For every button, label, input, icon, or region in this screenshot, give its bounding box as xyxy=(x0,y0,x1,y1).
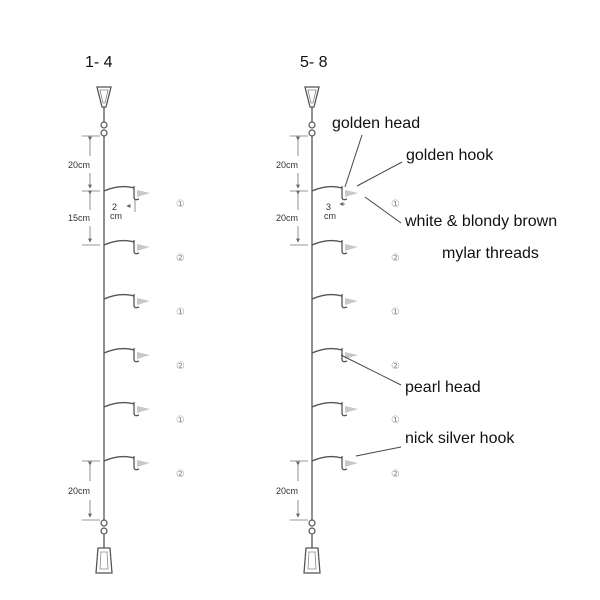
nick-silver-hook-label: nick silver hook xyxy=(405,430,515,447)
right-mid-distance: 20cm xyxy=(276,213,298,223)
mylar-threads-label-line1: white & blondy brown xyxy=(404,213,557,230)
left-dropper-number: 2 xyxy=(112,202,117,212)
right-dropper xyxy=(311,347,358,363)
left-marker: ② xyxy=(176,469,185,480)
right-top-distance: 20cm xyxy=(276,160,298,170)
right-marker: ② xyxy=(391,469,400,480)
right-dimension-bottom: 20cm xyxy=(276,460,308,521)
left-mid-distance: 15cm xyxy=(68,213,90,223)
right-dimension-mid: 20cm xyxy=(276,190,308,246)
golden-head-label: golden head xyxy=(332,115,420,132)
right-bottom-snap-icon xyxy=(303,519,321,574)
nick-silver-hook-leader xyxy=(355,446,402,457)
left-marker: ② xyxy=(176,253,185,264)
right-dropper xyxy=(311,401,358,417)
left-marker: ② xyxy=(176,361,185,372)
right-marker: ① xyxy=(391,307,400,318)
golden-hook-label: golden hook xyxy=(406,147,494,164)
left-bottom-snap-icon xyxy=(95,519,113,574)
right-dropper-length: 3 cm xyxy=(324,202,345,221)
right-dropper xyxy=(311,239,358,255)
left-dropper xyxy=(103,293,150,309)
mylar-threads-label-line2: mylar threads xyxy=(442,245,539,262)
mylar-threads-leader xyxy=(364,196,402,224)
right-dropper-unit: cm xyxy=(324,211,336,221)
left-top-snap-icon xyxy=(96,86,112,137)
right-rig: 20cm 20cm 3 cm 20cm ① ② ① ② ① ② xyxy=(276,86,403,574)
left-dropper xyxy=(103,347,150,363)
right-marker: ② xyxy=(391,361,400,372)
right-dropper xyxy=(311,293,358,309)
left-dimension-bottom: 20cm xyxy=(68,460,100,521)
right-marker: ① xyxy=(391,415,400,426)
left-rig-title: 1- 4 xyxy=(85,54,113,71)
left-dropper-length: 2 cm xyxy=(110,200,136,221)
right-dropper xyxy=(311,185,358,201)
right-dropper xyxy=(311,455,358,471)
right-dimension-top: 20cm xyxy=(276,135,308,192)
right-marker: ② xyxy=(391,253,400,264)
right-bottom-distance: 20cm xyxy=(276,486,298,496)
left-top-distance: 20cm xyxy=(68,160,90,170)
left-dropper xyxy=(103,401,150,417)
left-dropper xyxy=(103,239,150,255)
left-dimension-top: 20cm xyxy=(68,135,100,192)
right-rig-title: 5- 8 xyxy=(300,54,328,71)
pearl-head-leader xyxy=(340,354,402,386)
golden-head-leader xyxy=(344,134,363,188)
right-dropper-number: 3 xyxy=(326,202,331,212)
left-dropper xyxy=(103,185,150,201)
left-dropper-unit: cm xyxy=(110,211,122,221)
left-dropper xyxy=(103,455,150,471)
left-bottom-distance: 20cm xyxy=(68,486,90,496)
left-marker: ① xyxy=(176,307,185,318)
left-marker: ① xyxy=(176,199,185,210)
left-rig: 20cm 15cm 2 cm 20cm ① ② ① ② ① ② xyxy=(68,86,185,574)
pearl-head-label: pearl head xyxy=(405,379,481,396)
right-top-snap-icon xyxy=(304,86,320,137)
right-marker: ① xyxy=(391,199,400,210)
left-dimension-mid: 15cm xyxy=(68,190,100,246)
golden-hook-leader xyxy=(356,161,403,187)
left-marker: ① xyxy=(176,415,185,426)
